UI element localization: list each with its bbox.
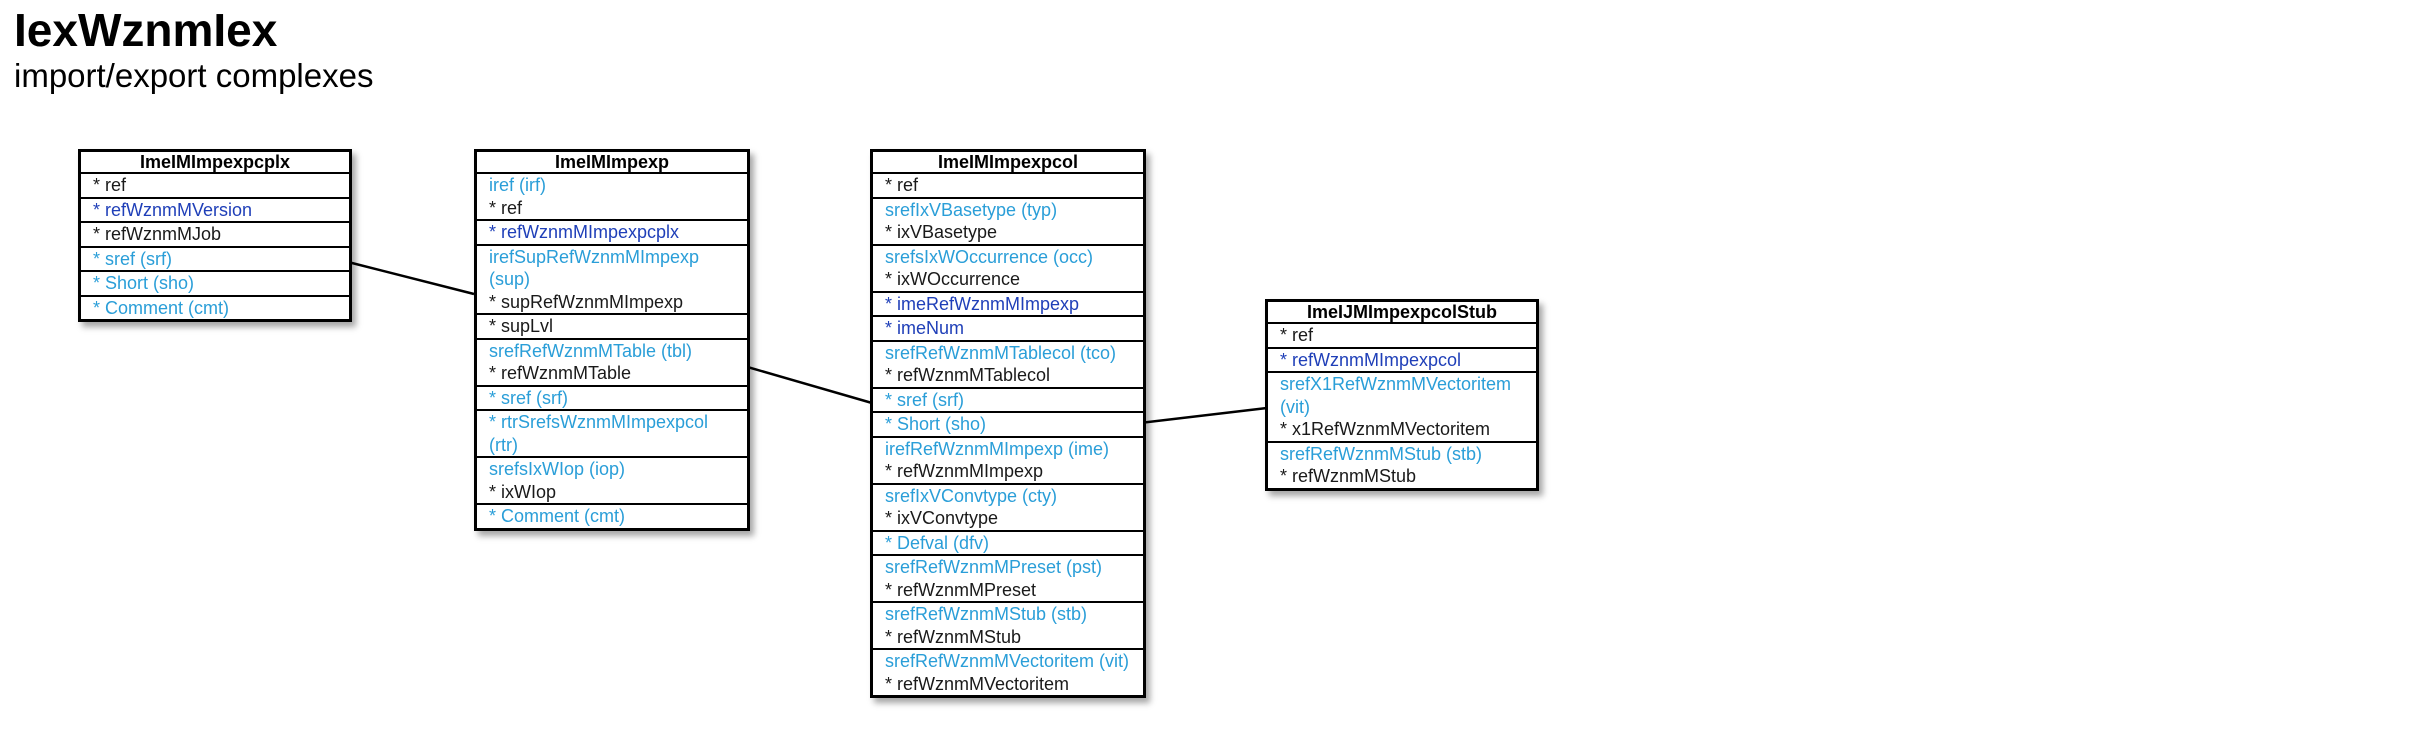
entity-title: ImeIMImpexp [477,152,747,174]
attribute-group: srefRefWznmMStub (stb)* refWznmMStub [873,601,1143,648]
attribute-group: srefsIxWOccurrence (occ)* ixWOccurrence [873,243,1143,291]
attribute-row: * Comment (cmt) [489,506,626,526]
attribute-row: * ref [885,175,919,195]
attribute-group: * ref [1268,324,1536,347]
attribute-row: * refWznmMImpexpcplx [489,222,680,242]
attribute-row: * ref [1280,325,1314,345]
attribute-group: * imeNum [873,315,1143,340]
entity-title: ImeIMImpexpcol [873,152,1143,174]
attribute-row: srefsIxWIop (iop) [489,459,626,479]
attribute-group: * sref (srf) [873,386,1143,412]
attribute-group: * refWznmMJob [81,221,349,246]
connector-cplx-impexp [347,260,475,296]
attribute-group: srefRefWznmMVectoritem (vit)* refWznmMVe… [873,648,1143,695]
attribute-row: * imeRefWznmMImpexp [885,293,1080,314]
attribute-group: srefIxVConvtype (cty)* ixVConvtype [873,482,1143,530]
attribute-row: * rtrSrefsWznmMImpexpcol (rtr) [489,412,709,455]
attribute-group: * Comment (cmt) [81,294,349,320]
attribute-row: srefRefWznmMTablecol (tco) [885,342,1117,363]
attribute-row: * refWznmMJob [93,224,222,244]
attribute-group: * Comment (cmt) [477,503,747,528]
attribute-row: * Short (sho) [93,273,195,293]
connector-impexpcol-stub [1139,406,1268,425]
attribute-group: srefIxVBasetype (typ)* ixVBasetype [873,196,1143,244]
attribute-row: irefRefWznmMImpexp (ime) [885,438,1110,459]
attribute-row: * sref (srf) [489,387,568,408]
attribute-row: * refWznmMStub [1280,466,1417,486]
attribute-row: * supRefWznmMImpexp [489,291,684,312]
entity-title: ImeIMImpexpcplx [81,152,349,174]
attribute-row: * sref (srf) [93,248,172,269]
attribute-group: * Defval (dfv) [873,529,1143,555]
attribute-row: * sref (srf) [885,389,964,410]
attribute-group: * sref (srf) [81,245,349,271]
attribute-group: * refWznmMImpexpcol [1268,346,1536,372]
attribute-row: * ref [93,175,127,195]
attribute-row: * Comment (cmt) [93,297,230,318]
attribute-row: * refWznmMStub [885,626,1022,647]
page-subtitle: import/export complexes [14,57,374,94]
attribute-group: * imeRefWznmMImpexp [873,290,1143,316]
attribute-group: srefRefWznmMTablecol (tco)* refWznmMTabl… [873,339,1143,387]
attribute-row: * ixWIop [489,481,557,502]
attribute-row: * imeNum [885,318,965,338]
entity-imeimimpexpcplx: ImeIMImpexpcplx * ref * refWznmMVersion * … [78,149,352,322]
attribute-row: srefX1RefWznmMVectoritem (vit) [1280,374,1512,417]
attribute-row: srefRefWznmMPreset (pst) [885,557,1103,577]
attribute-row: srefRefWznmMTable (tbl) [489,340,693,361]
attribute-group: srefRefWznmMStub (stb)* refWznmMStub [1268,440,1536,488]
attribute-row: srefRefWznmMVectoritem (vit) [885,651,1130,671]
page-title: IexWznmIex [14,4,278,56]
attribute-group: * Short (sho) [873,411,1143,436]
attribute-row: * supLvl [489,316,554,336]
attribute-row: * refWznmMTable [489,363,632,383]
attribute-group: srefX1RefWznmMVectoritem (vit)* x1RefWzn… [1268,371,1536,441]
attribute-group: * ref [81,174,349,197]
attribute-group: * supLvl [477,313,747,338]
attribute-group: iref (irf)* ref [477,174,747,219]
attribute-group: * refWznmMVersion [81,196,349,222]
attribute-row: * Short (sho) [885,414,987,434]
attribute-group: * sref (srf) [477,384,747,410]
attribute-row: * refWznmMTablecol [885,365,1051,385]
attribute-row: srefIxVConvtype (cty) [885,485,1058,506]
attribute-row: * refWznmMPreset [885,579,1037,600]
attribute-group: * rtrSrefsWznmMImpexpcol (rtr) [477,409,747,456]
attribute-row: * ixVConvtype [885,508,999,528]
attribute-row: * refWznmMImpexpcol [1280,349,1462,370]
attribute-row: srefRefWznmMStub (stb) [1280,443,1483,464]
attribute-group: * ref [873,174,1143,197]
attribute-row: srefRefWznmMStub (stb) [885,604,1088,624]
attribute-group: srefsIxWIop (iop)* ixWIop [477,456,747,503]
attribute-group: srefRefWznmMPreset (pst)* refWznmMPreset [873,554,1143,601]
entity-title: ImeIJMImpexpcolStub [1268,302,1536,324]
attribute-row: iref (irf) [489,175,546,195]
attribute-row: srefsIxWOccurrence (occ) [885,246,1094,267]
connector-impexp-impexpcol [743,364,873,405]
attribute-row: * refWznmMVersion [93,199,253,220]
attribute-group: * Short (sho) [81,270,349,295]
attribute-row: * ixWOccurrence [885,269,1021,289]
attribute-row: irefSupRefWznmMImpexp (sup) [489,246,700,290]
attribute-group: srefRefWznmMTable (tbl)* refWznmMTable [477,337,747,385]
attribute-group: * refWznmMImpexpcplx [477,219,747,244]
attribute-row: * refWznmMImpexp [885,461,1044,481]
attribute-group: irefRefWznmMImpexp (ime)* refWznmMImpexp [873,435,1143,483]
attribute-row: * ixVBasetype [885,222,998,242]
attribute-row: * x1RefWznmMVectoritem [1280,419,1491,439]
attribute-row: * Defval (dfv) [885,532,990,553]
attribute-group: irefSupRefWznmMImpexp (sup)* supRefWznmM… [477,243,747,314]
attribute-row: * refWznmMVectoritem [885,673,1070,694]
entity-imeimimpexp: ImeIMImpexp iref (irf)* ref * refWznmMImp… [474,149,750,531]
attribute-row: srefIxVBasetype (typ) [885,199,1058,220]
attribute-row: * ref [489,197,523,218]
entity-imeijmimpexpcolstub: ImeIJMImpexpcolStub * ref * refWznmMImpex… [1265,299,1539,491]
